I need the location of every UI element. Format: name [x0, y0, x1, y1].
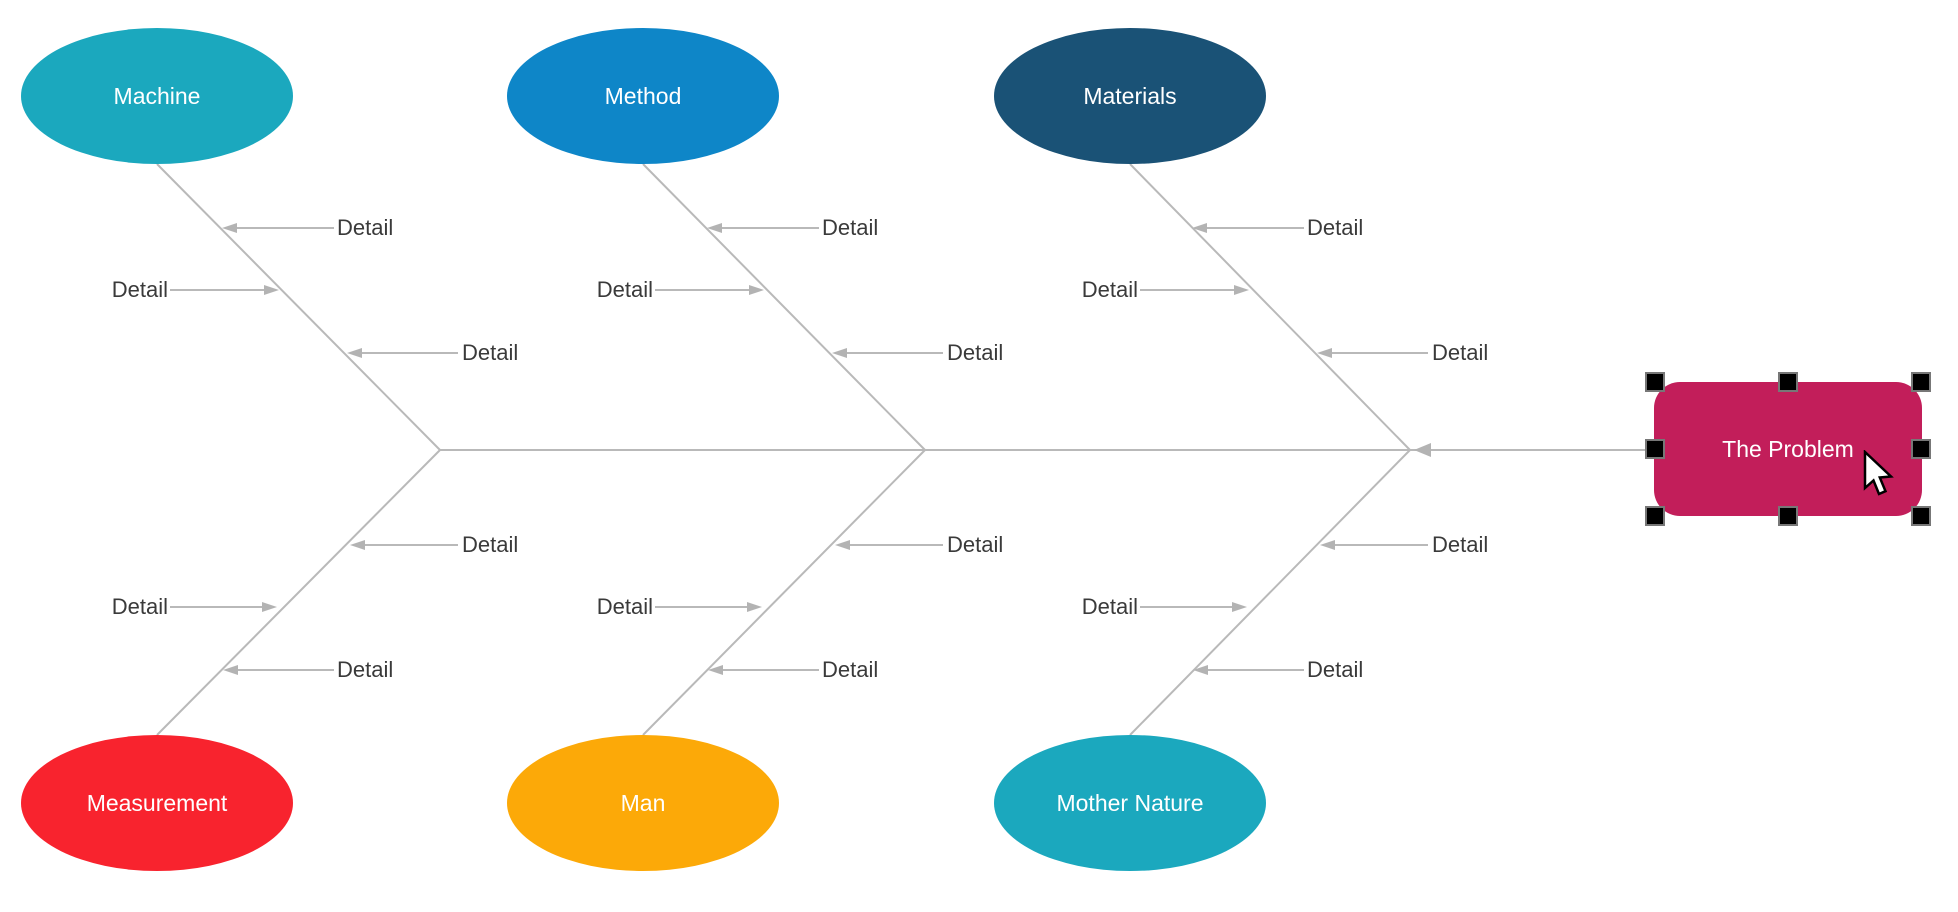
node-label: Machine [113, 82, 201, 109]
branch-line-man[interactable] [642, 449, 926, 736]
arrowhead-icon [222, 223, 237, 233]
detail-label[interactable]: Detail [1081, 594, 1138, 619]
detail-label[interactable]: Detail [596, 277, 653, 302]
node-materials[interactable]: Materials [994, 28, 1266, 164]
arrowhead-icon [1193, 665, 1208, 675]
selection-handle-middle-right[interactable] [1911, 439, 1931, 459]
arrowhead-icon [707, 223, 722, 233]
detail-label[interactable]: Detail [1307, 215, 1364, 240]
node-label: Measurement [86, 789, 228, 816]
selection-handle-middle-left[interactable] [1645, 439, 1665, 459]
node-label: Method [604, 82, 682, 109]
spine-arrowhead-icon [1414, 443, 1431, 457]
node-method[interactable]: Method [507, 28, 779, 164]
selection-handle-bottom-left[interactable] [1645, 506, 1665, 526]
detail-label[interactable]: Detail [111, 594, 168, 619]
detail-label[interactable]: Detail [822, 657, 879, 682]
node-label: Materials [1083, 82, 1177, 109]
node-label: The Problem [1722, 435, 1854, 462]
arrowhead-icon [1192, 223, 1207, 233]
node-mother-nature[interactable]: Mother Nature [994, 735, 1266, 871]
arrowhead-icon [262, 602, 277, 612]
branch-line-mother-nature[interactable] [1129, 449, 1411, 736]
detail-label[interactable]: Detail [1432, 340, 1489, 365]
node-measurement[interactable]: Measurement [21, 735, 293, 871]
arrowhead-icon [1317, 348, 1332, 358]
arrowhead-icon [347, 348, 362, 358]
arrowhead-icon [1232, 602, 1247, 612]
detail-label[interactable]: Detail [947, 340, 1004, 365]
arrowhead-icon [708, 665, 723, 675]
selection-handle-bottom-center[interactable] [1778, 506, 1798, 526]
node-the-problem[interactable]: The Problem [1654, 382, 1922, 516]
arrowhead-icon [749, 285, 764, 295]
arrowhead-icon [835, 540, 850, 550]
arrowhead-icon [1234, 285, 1249, 295]
mouse-cursor-icon [1863, 450, 1894, 496]
detail-label[interactable]: Detail [1307, 657, 1364, 682]
selection-handle-top-left[interactable] [1645, 372, 1665, 392]
detail-label[interactable]: Detail [337, 215, 394, 240]
branch-line-measurement[interactable] [156, 449, 441, 736]
detail-label[interactable]: Detail [337, 657, 394, 682]
detail-label[interactable]: Detail [1432, 532, 1489, 557]
node-machine[interactable]: Machine [21, 28, 293, 164]
detail-label[interactable]: Detail [596, 594, 653, 619]
branch-line-method[interactable] [642, 163, 926, 451]
detail-label[interactable]: Detail [1081, 277, 1138, 302]
branch-line-machine[interactable] [156, 163, 441, 451]
selection-handle-top-center[interactable] [1778, 372, 1798, 392]
detail-label[interactable]: Detail [462, 532, 519, 557]
selection-handle-bottom-right[interactable] [1911, 506, 1931, 526]
branch-line-materials[interactable] [1129, 163, 1411, 451]
arrowhead-icon [1320, 540, 1335, 550]
arrowhead-icon [223, 665, 238, 675]
arrowhead-icon [350, 540, 365, 550]
detail-label[interactable]: Detail [462, 340, 519, 365]
node-label: Man [620, 789, 666, 816]
selection-handle-top-right[interactable] [1911, 372, 1931, 392]
detail-label[interactable]: Detail [111, 277, 168, 302]
detail-label[interactable]: Detail [947, 532, 1004, 557]
arrowhead-icon [264, 285, 279, 295]
node-man[interactable]: Man [507, 735, 779, 871]
arrowhead-icon [747, 602, 762, 612]
node-label: Mother Nature [1056, 789, 1204, 816]
detail-label[interactable]: Detail [822, 215, 879, 240]
arrowhead-icon [832, 348, 847, 358]
